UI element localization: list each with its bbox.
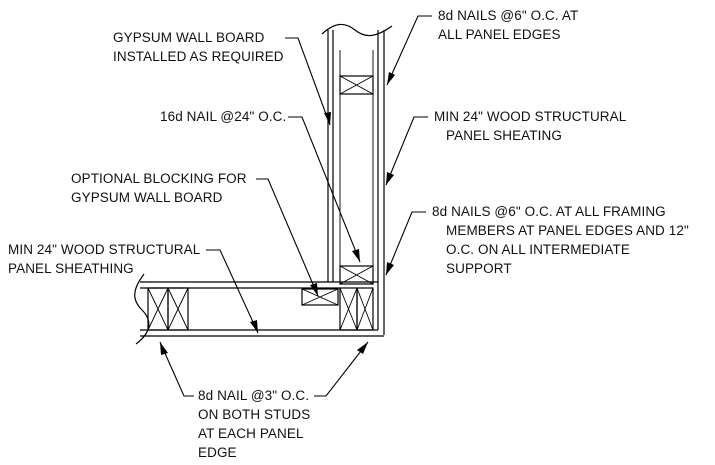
corner-upper-block (339, 265, 374, 285)
label-nails-framing-line1: 8d NAILS @6" O.C. AT ALL FRAMING (432, 204, 666, 219)
optional-blocking (301, 288, 339, 306)
label-16d-nail: 16d NAIL @24" O.C. (160, 109, 286, 124)
vertical-wall (321, 23, 393, 335)
label-8d-nail-line2: ON BOTH STUDS (198, 407, 310, 422)
label-sheathing-right-line2: PANEL SHEATING (446, 128, 562, 143)
label-nails-top-line1: 8d NAILS @6" O.C. AT (438, 8, 578, 23)
label-blocking-line1: OPTIONAL BLOCKING FOR (71, 171, 247, 186)
left-stud-b (167, 287, 189, 331)
label-sheathing-right-line1: MIN 24" WOOD STRUCTURAL (434, 109, 627, 124)
label-sheathing-left-line2: PANEL SHEATHING (8, 261, 134, 276)
break-line-top (321, 23, 393, 37)
label-gypsum-line1: GYPSUM WALL BOARD (113, 30, 265, 45)
label-blocking-line2: GYPSUM WALL BOARD (71, 190, 223, 205)
label-nails-framing-line2: MEMBERS AT PANEL EDGES AND 12" (446, 223, 689, 238)
top-block (339, 75, 374, 95)
leaders (159, 15, 432, 397)
corner-stud-b (356, 287, 374, 331)
horizontal-wall (134, 273, 384, 345)
label-gypsum-line2: INSTALLED AS REQUIRED (113, 49, 284, 64)
label-sheathing-left-line1: MIN 24" WOOD STRUCTURAL (8, 242, 201, 257)
label-nails-top-line2: ALL PANEL EDGES (438, 27, 561, 42)
label-nails-framing-line4: SUPPORT (446, 261, 512, 276)
label-nails-framing-line3: O.C. ON ALL INTERMEDIATE (446, 242, 630, 257)
label-8d-nail-line3: AT EACH PANEL (198, 426, 304, 441)
label-8d-nail-line4: EDGE (198, 445, 237, 460)
label-8d-nail-line1: 8d NAIL @3" O.C. (198, 388, 309, 403)
labels: GYPSUM WALL BOARD INSTALLED AS REQUIRED … (8, 8, 689, 460)
break-line-left (134, 273, 150, 345)
